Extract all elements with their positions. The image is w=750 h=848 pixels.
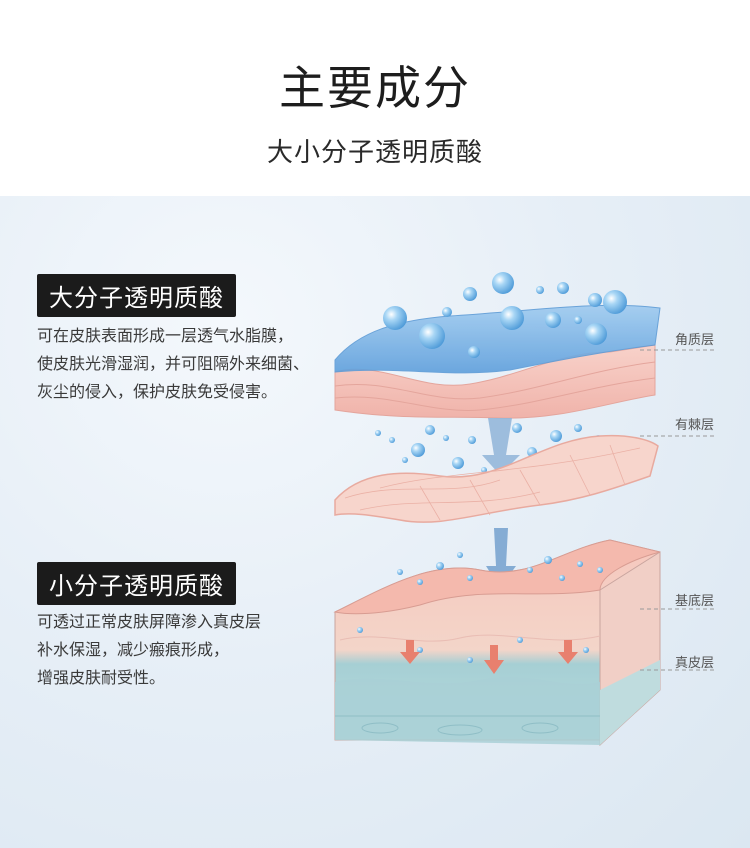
description-line: 可在皮肤表面形成一层透气水脂膜，: [37, 326, 294, 345]
label-stratum-corneum: 角质层: [675, 333, 715, 348]
description-line: 灰尘的侵入，保护皮肤免受侵害。: [37, 382, 278, 401]
large-molecule-droplets: [383, 272, 627, 358]
label-spinous-layer: 有棘层: [675, 418, 715, 433]
skin-layers-illustration: [333, 272, 715, 747]
description-line: 补水保湿，减少瘢痕形成，: [37, 640, 230, 659]
label-dermis: 真皮层: [675, 656, 715, 671]
label-basal-layer: 基底层: [675, 594, 715, 609]
description-line: 可透过正常皮肤屏障渗入真皮层: [37, 612, 262, 631]
dermis-block: [333, 539, 661, 747]
basal-droplets: [357, 552, 603, 663]
section-badge-small-molecule: 小分子透明质酸: [37, 562, 236, 605]
section-description-small-molecule: 可透过正常皮肤屏障渗入真皮层 补水保湿，减少瘢痕形成， 增强皮肤耐受性。: [37, 608, 337, 692]
spinous-layer: [334, 434, 659, 523]
description-line: 增强皮肤耐受性。: [37, 668, 166, 687]
section-description-large-molecule: 可在皮肤表面形成一层透气水脂膜， 使皮肤光滑湿润，并可阻隔外来细菌、 灰尘的侵入…: [37, 322, 337, 406]
penetration-arrow: [482, 418, 520, 475]
description-line: 使皮肤光滑湿润，并可阻隔外来细菌、: [37, 354, 310, 373]
header: 主要成分 大小分子透明质酸: [0, 0, 750, 196]
layer-leader-lines: [640, 349, 715, 671]
section-badge-large-molecule: 大分子透明质酸: [37, 274, 236, 317]
downward-arrows: [400, 640, 578, 674]
page-title: 主要成分: [279, 61, 471, 115]
stratum-corneum-layer: [334, 304, 661, 419]
page-subtitle: 大小分子透明质酸: [266, 138, 483, 168]
